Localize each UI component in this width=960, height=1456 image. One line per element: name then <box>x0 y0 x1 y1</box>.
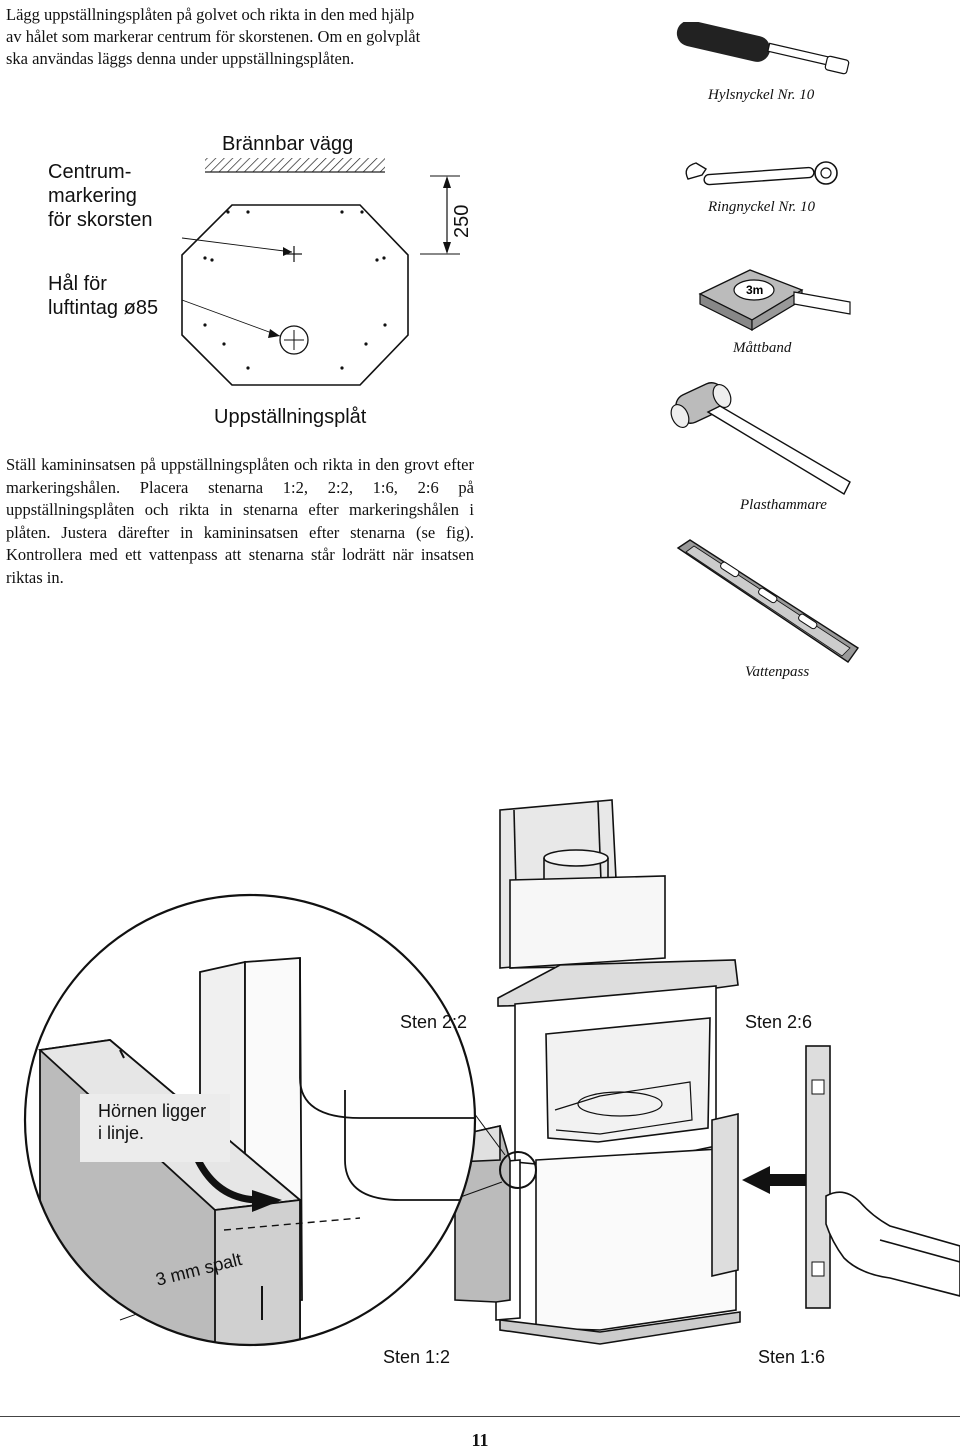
stone-2-2-label: Sten 2:2 <box>400 1012 468 1032</box>
stone-1-6-label: Sten 1:6 <box>758 1347 826 1367</box>
footer-rule <box>0 1416 960 1417</box>
detail-magnifier <box>23 893 477 1347</box>
air-intake-label: Hål för luftintag ø85 <box>48 273 159 319</box>
mounting-plate <box>499 1311 741 1345</box>
socket-wrench-icon <box>676 22 850 75</box>
tool-caption-plastic-hammer: Plasthammare <box>740 497 827 513</box>
chimney-center-label: Centrum- markering för skorsten <box>48 161 153 231</box>
corners-label-box <box>80 1094 230 1162</box>
corners-label: Hörnen ligger i linje. <box>98 1101 207 1143</box>
svg-text:3m: 3m <box>746 283 763 297</box>
stone-1-2-label: Sten 1:2 <box>383 1347 451 1367</box>
tool-caption-ring-wrench: Ringnyckel Nr. 10 <box>708 199 816 215</box>
plastic-hammer-icon <box>670 382 851 495</box>
plate-label: Uppställningsplåt <box>214 406 367 428</box>
ring-wrench-icon <box>685 161 838 186</box>
wall-label: Brännbar vägg <box>222 133 354 155</box>
glass-door <box>545 1017 711 1143</box>
plate-outline <box>181 204 409 386</box>
page-number: 11 <box>471 1430 489 1450</box>
intro-text: Lägg uppställningsplåten på golvet och r… <box>6 5 421 68</box>
instruction-text: Ställ kamininsatsen på uppställningsplåt… <box>6 455 474 587</box>
stone-1-6 <box>711 1112 739 1278</box>
tool-caption-socket-wrench: Hylsnyckel Nr. 10 <box>708 87 815 103</box>
tool-caption-tape-measure: Måttband <box>733 340 792 356</box>
spirit-level-icon <box>676 539 859 663</box>
stone-2-6-label: Sten 2:6 <box>745 1012 813 1032</box>
tool-caption-spirit-level: Vattenpass <box>745 664 810 680</box>
wall-hatch <box>205 158 385 172</box>
tape-measure-icon: 3m <box>698 269 851 332</box>
top-lid <box>497 959 739 1007</box>
push-arrow-icon <box>742 1166 808 1194</box>
